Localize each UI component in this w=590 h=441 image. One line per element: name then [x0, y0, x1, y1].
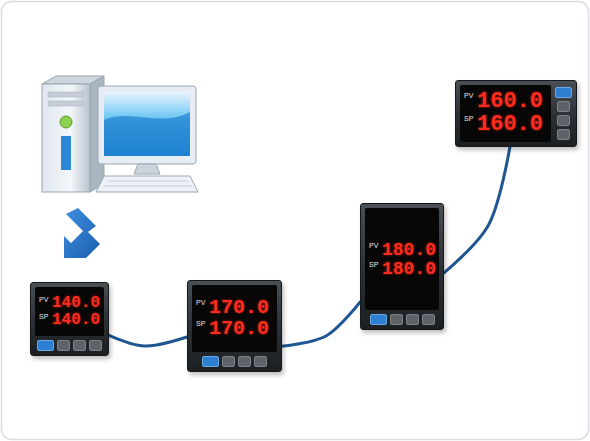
key-button [557, 101, 570, 112]
download-arrow [64, 208, 100, 258]
communication-cable [109, 335, 187, 346]
led-value: 180.0 [382, 260, 436, 278]
led-value: 140.0 [52, 295, 100, 311]
key-button [370, 314, 387, 325]
pc-tower [42, 76, 104, 192]
led-value: 180.0 [382, 241, 436, 259]
display-row: SP170.0 [196, 319, 273, 339]
temperature-controller: PV180.0SP180.0 [360, 203, 444, 330]
display-label: SP [39, 312, 49, 321]
display-label: PV [369, 241, 379, 250]
key-button [238, 356, 251, 367]
key-button [89, 340, 102, 351]
key-button [557, 115, 570, 126]
temperature-controller: PV170.0SP170.0 [187, 280, 282, 372]
key-button [73, 340, 86, 351]
key-button [390, 314, 403, 325]
led-value: 170.0 [209, 319, 269, 339]
led-display: PV180.0SP180.0 [365, 208, 439, 310]
communication-cable [444, 147, 510, 273]
led-value: 140.0 [52, 312, 100, 328]
display-label: SP [369, 260, 379, 269]
key-button [557, 129, 570, 140]
display-row: PV140.0 [39, 295, 100, 311]
key-button [202, 356, 219, 367]
button-group [192, 356, 277, 367]
temperature-controller: PV140.0SP140.0 [30, 282, 109, 356]
led-value: 170.0 [209, 298, 269, 318]
led-display: PV160.0SP160.0 [460, 85, 551, 142]
display-row: PV180.0 [369, 241, 435, 259]
monitor [98, 86, 196, 174]
display-row: SP140.0 [39, 312, 100, 328]
display-label: PV [39, 295, 49, 304]
led-display: PV170.0SP170.0 [192, 285, 277, 352]
display-label: SP [196, 319, 206, 328]
display-label: SP [464, 114, 474, 123]
led-display: PV140.0SP140.0 [35, 287, 104, 336]
key-button [254, 356, 267, 367]
communication-cable [282, 302, 360, 346]
key-button [406, 314, 419, 325]
button-group [35, 340, 104, 351]
key-button [555, 87, 572, 98]
button-group [365, 314, 439, 325]
display-label: PV [196, 298, 206, 307]
key-button [422, 314, 435, 325]
display-label: PV [464, 91, 474, 100]
led-value: 160.0 [477, 114, 543, 136]
display-row: PV160.0 [464, 91, 547, 113]
display-row: SP160.0 [464, 114, 547, 136]
temperature-controller: PV160.0SP160.0 [455, 80, 577, 147]
key-button [37, 340, 54, 351]
key-button [222, 356, 235, 367]
display-row: SP180.0 [369, 260, 435, 278]
led-value: 160.0 [477, 91, 543, 113]
button-group [555, 85, 572, 142]
key-button [57, 340, 70, 351]
display-row: PV170.0 [196, 298, 273, 318]
keyboard [96, 176, 198, 192]
